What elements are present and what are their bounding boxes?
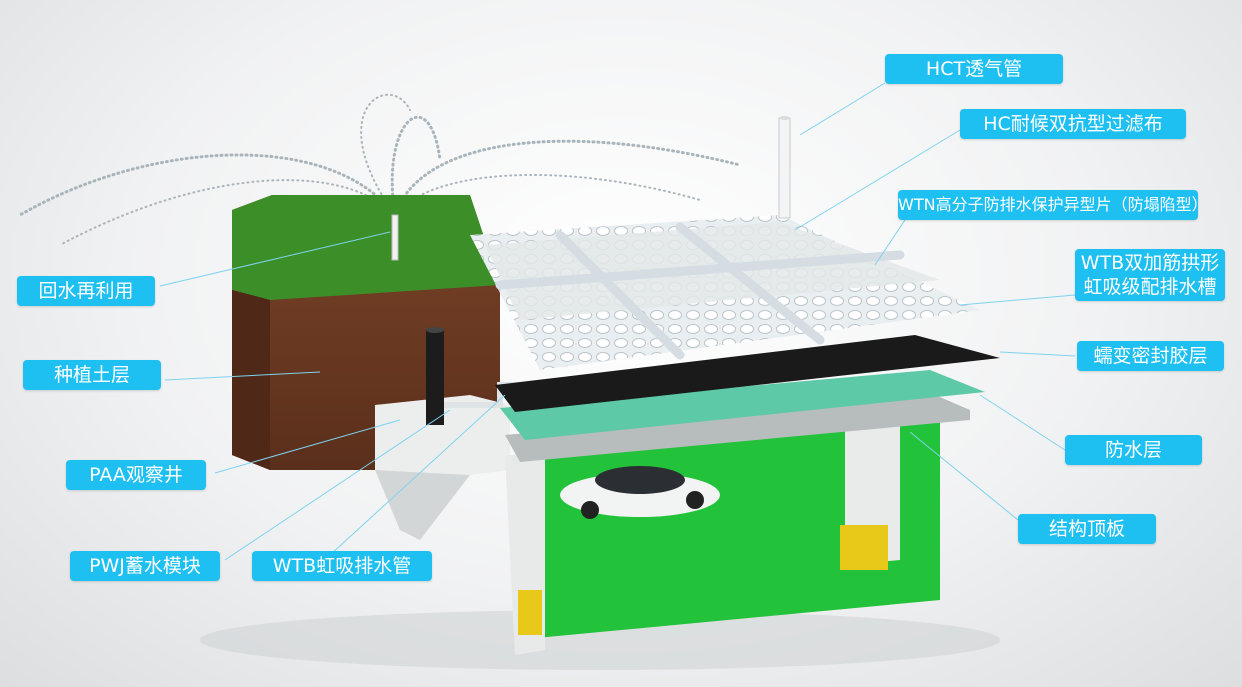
garage — [505, 420, 940, 655]
waterproof-layer — [500, 370, 985, 440]
label-drainage-channel-line2: 虹吸级配排水槽 — [1083, 276, 1217, 298]
label-water-reuse: 回水再利用 — [17, 276, 155, 306]
ground-shadow — [200, 610, 1000, 670]
sealant-layer — [495, 335, 1000, 412]
label-planting-soil: 种植土层 — [23, 360, 161, 390]
roof-slab-layer — [505, 395, 970, 462]
label-storage-module: PWJ蓄水模块 — [70, 551, 220, 581]
label-sealant-layer: 蠕变密封胶层 — [1077, 341, 1224, 371]
concrete-base — [375, 395, 510, 540]
label-drainage-channel: WTB双加筋拱形 虹吸级配排水槽 — [1075, 249, 1225, 301]
label-roof-slab: 结构顶板 — [1018, 514, 1156, 544]
label-waterproof-layer: 防水层 — [1065, 435, 1202, 465]
drainage-sheet — [470, 215, 980, 370]
label-filter-fabric: HC耐候双抗型过滤布 — [960, 109, 1186, 139]
sprinkler — [391, 214, 399, 261]
label-observation-well: PAA观察井 — [66, 460, 206, 490]
leader-lines — [159, 82, 1076, 561]
label-siphon-pipe: WTB虹吸排水管 — [252, 551, 432, 581]
label-hct-vent-pipe: HCT透气管 — [885, 54, 1063, 84]
label-drainage-sheet: WTN高分子防排水保护异型片（防塌陷型） — [898, 190, 1208, 220]
vent-pipe — [778, 116, 791, 219]
label-drainage-channel-line1: WTB双加筋拱形 — [1080, 252, 1220, 274]
